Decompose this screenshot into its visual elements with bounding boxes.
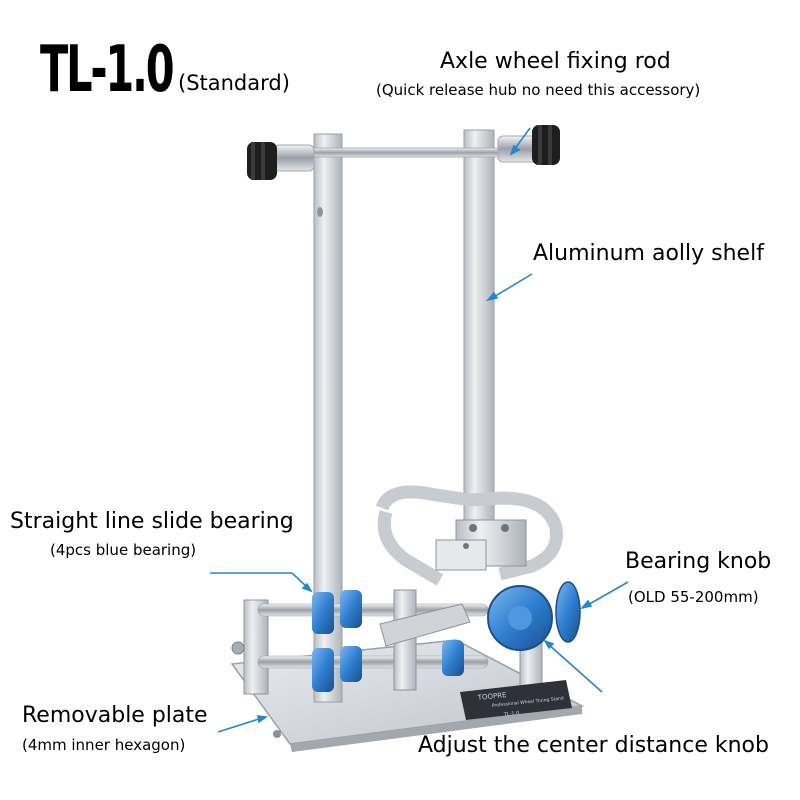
axle-wheel-fixing-rod	[247, 125, 560, 180]
callout-axle-rod-label: Axle wheel fixing rod	[440, 49, 671, 74]
straight-line-slide-bearings	[312, 590, 464, 692]
model-variant: (Standard)	[178, 71, 290, 95]
bearing-icon	[340, 646, 362, 682]
callout-plate-note: (4mm inner hexagon)	[22, 736, 186, 754]
bearing-icon	[312, 648, 334, 692]
bearing-knob-icon	[555, 581, 581, 643]
callout-plate-label: Removable plate	[22, 703, 208, 728]
center-distance-knob-icon	[487, 585, 553, 651]
callout-center-knob-label: Adjust the center distance knob	[418, 733, 769, 758]
caliper-arm	[375, 485, 563, 586]
bearing-icon	[312, 592, 334, 634]
axle-knob-left-icon	[247, 142, 277, 180]
brand-mark: TOOPRE	[476, 691, 506, 702]
callout-alloy-shelf-label: Aluminum aolly shelf	[533, 241, 764, 266]
callout-bearing-knob-note: (OLD 55-200mm)	[628, 588, 759, 606]
slide-assembly	[231, 589, 543, 701]
brand-model: TL-1.0	[503, 710, 520, 718]
callout-slide-bearing-note: (4pcs blue bearing)	[50, 541, 197, 559]
callout-axle-rod-note: (Quick release hub no need this accessor…	[376, 81, 701, 99]
brand-plate: TOOPRE Professional Wheel Truing Stand T…	[460, 680, 572, 720]
axle-knob-right-icon	[532, 125, 560, 165]
callout-slide-bearing-label: Straight line slide bearing	[10, 509, 294, 534]
model-name: TL-1.0	[40, 33, 175, 107]
bearing-icon	[442, 640, 464, 676]
bearing-icon	[340, 590, 362, 628]
callout-lines	[210, 127, 629, 733]
callout-bearing-knob-label: Bearing knob	[625, 549, 772, 574]
